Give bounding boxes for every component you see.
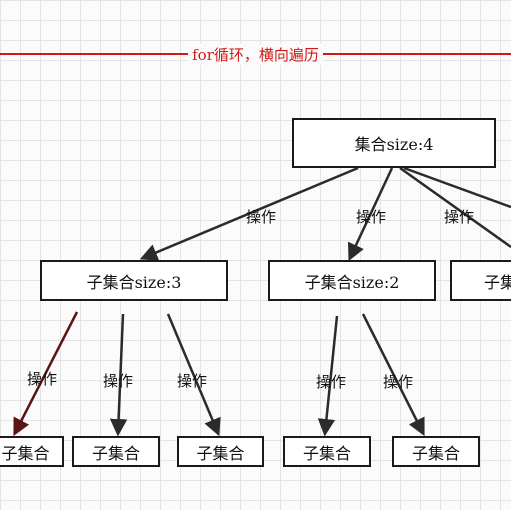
leaf-node-2[interactable]: 子集合 xyxy=(72,436,160,467)
edge-root-to-child3 xyxy=(399,166,511,249)
edge-child1-to-leaf3 xyxy=(166,313,221,437)
banner-text: for循环，横向遍历 xyxy=(188,43,323,65)
leaf-node-3[interactable]: 子集合 xyxy=(177,436,264,467)
child-node-3[interactable]: 子集合 xyxy=(450,260,511,301)
leaf-node-4[interactable]: 子集合 xyxy=(283,436,371,467)
edge-child1-to-leaf1 xyxy=(13,311,79,437)
child-node-1[interactable]: 子集合size:3 xyxy=(40,260,228,301)
edge-label: 操作 xyxy=(356,208,387,226)
leaf-node-1[interactable]: 子集合 xyxy=(0,436,64,467)
edge-child1-to-leaf2 xyxy=(109,313,128,437)
edge-label: 操作 xyxy=(177,372,208,390)
edge-child2-to-leaf5 xyxy=(361,313,425,437)
edge-label: 操作 xyxy=(316,373,347,391)
edge-root-to-child2 xyxy=(347,167,394,262)
root-node[interactable]: 集合size:4 xyxy=(292,118,496,168)
leaf-node-5[interactable]: 子集合 xyxy=(392,436,480,467)
edge-label: 操作 xyxy=(103,372,134,390)
edge-root-to-offscreen xyxy=(403,166,511,209)
edge-label: 操作 xyxy=(444,208,475,226)
edge-label: 操作 xyxy=(27,370,58,388)
edge-child2-to-leaf4 xyxy=(317,315,339,437)
banner: for循环，横向遍历 xyxy=(0,43,511,65)
edge-label: 操作 xyxy=(246,208,277,226)
child-node-2[interactable]: 子集合size:2 xyxy=(268,260,436,301)
edge-root-to-child1 xyxy=(139,166,359,261)
edge-label: 操作 xyxy=(383,373,414,391)
